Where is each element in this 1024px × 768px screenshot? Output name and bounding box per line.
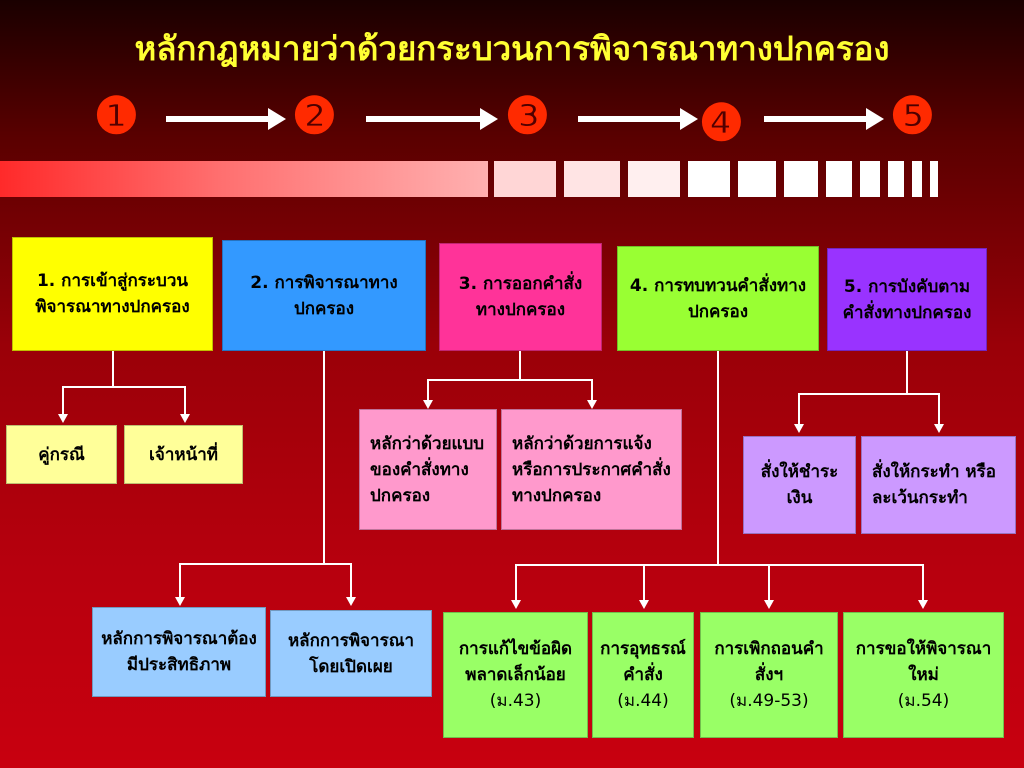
act-or-refrain-order-box: สั่งให้กระทำ หรือ ละเว้นกระทำ — [861, 436, 1016, 534]
connector — [323, 351, 325, 564]
band-segment — [738, 161, 776, 197]
page-title: หลักกฎหมายว่าด้วยกระบวนการพิจารณาทางปกคร… — [134, 29, 890, 68]
act-or-refrain-order-label: สั่งให้กระทำ หรือ ละเว้นกระทำ — [872, 462, 996, 508]
connector — [427, 379, 593, 381]
connector — [515, 564, 517, 602]
appeal-box: การอุทธรณ์คำสั่ง (ม.44) — [592, 612, 694, 738]
step-number-2: ❷ — [292, 86, 337, 145]
minor-error-correction-box: การแก้ไขข้อผิดพลาดเล็กน้อย (ม.43) — [443, 612, 588, 738]
arrowhead — [423, 400, 433, 409]
efficiency-principle-label: หลักการพิจารณาต้องมีประสิทธิภาพ — [101, 629, 257, 675]
step-arrow-1 — [166, 108, 286, 130]
connector — [350, 563, 352, 599]
connector — [922, 564, 924, 602]
band-segment — [688, 161, 730, 197]
arrowhead — [639, 600, 649, 609]
reconsideration-content: การขอให้พิจารณาใหม่ (ม.54) — [850, 636, 997, 714]
official-label: เจ้าหน้าที่ — [149, 444, 218, 465]
arrowhead — [175, 597, 185, 606]
arrowhead — [764, 600, 774, 609]
band-segment — [494, 161, 556, 197]
main-box-4-label: 4. การทบทวนคำสั่งทางปกครอง — [629, 275, 807, 322]
band-segment — [628, 161, 680, 197]
arrowhead — [511, 600, 521, 609]
revocation-box: การเพิกถอนคำสั่งฯ (ม.49-53) — [700, 612, 838, 738]
order-form-principle-box: หลักว่าด้วยแบบของคำสั่งทางปกครอง — [359, 409, 497, 530]
efficiency-principle-box: หลักการพิจารณาต้องมีประสิทธิภาพ — [92, 607, 266, 697]
appeal-label: การอุทธรณ์คำสั่ง — [600, 639, 686, 685]
main-box-1: 1. การเข้าสู่กระบวนพิจารณาทางปกครอง — [12, 237, 213, 351]
connector — [938, 393, 940, 426]
arrowhead — [346, 597, 356, 606]
band-segment — [912, 161, 922, 197]
connector — [179, 563, 181, 599]
step-arrow-2 — [366, 108, 498, 130]
connector — [184, 386, 186, 416]
band-segment — [860, 161, 880, 197]
main-box-4: 4. การทบทวนคำสั่งทางปกครอง — [617, 246, 819, 351]
connector — [515, 564, 924, 566]
main-box-2-label: 2. การพิจารณาทางปกครอง — [250, 272, 398, 319]
official-box: เจ้าหน้าที่ — [124, 425, 243, 484]
connector — [62, 386, 186, 388]
step-arrow-3 — [578, 108, 698, 130]
order-notice-principle-label: หลักว่าด้วยการแจ้งหรือการประกาศคำสั่งทาง… — [512, 433, 671, 506]
payment-order-label: สั่งให้ชำระเงิน — [760, 462, 839, 508]
connector — [591, 379, 593, 402]
connector — [112, 351, 114, 387]
arrowhead — [58, 414, 68, 423]
connector — [798, 393, 800, 426]
step-number-3: ❸ — [505, 86, 550, 145]
step-number-5: ❺ — [890, 86, 935, 145]
main-box-2: 2. การพิจารณาทางปกครอง — [222, 240, 426, 351]
revocation-ref: (ม.49-53) — [729, 691, 809, 711]
revocation-label: การเพิกถอนคำสั่งฯ — [714, 639, 824, 685]
party-box: คู่กรณี — [6, 425, 117, 484]
openness-principle-label: หลักการพิจารณาโดยเปิดเผย — [287, 630, 415, 677]
connector — [906, 351, 908, 394]
main-box-3: 3. การออกคำสั่งทางปกครอง — [439, 243, 602, 351]
step-number-1: ❶ — [94, 86, 139, 145]
main-box-3-label: 3. การออกคำสั่งทางปกครอง — [458, 274, 583, 320]
reconsideration-label: การขอให้พิจารณาใหม่ — [855, 639, 992, 685]
appeal-ref: (ม.44) — [617, 691, 669, 711]
arrowhead — [794, 424, 804, 433]
reconsideration-ref: (ม.54) — [897, 691, 950, 711]
main-box-5: 5. การบังคับตามคำสั่งทางปกครอง — [827, 248, 987, 351]
connector — [62, 386, 64, 416]
order-notice-principle-box: หลักว่าด้วยการแจ้งหรือการประกาศคำสั่งทาง… — [501, 409, 682, 530]
party-label: คู่กรณี — [38, 444, 85, 465]
arrowhead — [587, 400, 597, 409]
connector — [179, 563, 352, 565]
main-box-5-label: 5. การบังคับตามคำสั่งทางปกครอง — [842, 276, 972, 323]
main-box-1-label: 1. การเข้าสู่กระบวนพิจารณาทางปกครอง — [35, 271, 190, 317]
band-segment — [826, 161, 852, 197]
openness-principle-box: หลักการพิจารณาโดยเปิดเผย — [270, 610, 432, 697]
arrowhead — [934, 424, 944, 433]
minor-error-correction-label: การแก้ไขข้อผิดพลาดเล็กน้อย — [458, 639, 573, 685]
arrowhead — [180, 414, 190, 423]
band-segment — [888, 161, 904, 197]
arrowhead — [918, 600, 928, 609]
appeal-content: การอุทธรณ์คำสั่ง (ม.44) — [599, 636, 687, 714]
connector — [643, 564, 645, 602]
band-gradient — [0, 161, 488, 197]
connector — [717, 351, 719, 565]
step-number-4: ❹ — [699, 93, 744, 152]
reconsideration-box: การขอให้พิจารณาใหม่ (ม.54) — [843, 612, 1004, 738]
minor-error-correction-ref: (ม.43) — [489, 691, 542, 711]
connector — [798, 393, 940, 395]
connector — [519, 351, 521, 380]
payment-order-box: สั่งให้ชำระเงิน — [743, 436, 856, 534]
band-segment — [564, 161, 620, 197]
step-arrow-4 — [764, 108, 884, 130]
minor-error-correction-content: การแก้ไขข้อผิดพลาดเล็กน้อย (ม.43) — [450, 636, 581, 714]
band-segment — [930, 161, 938, 197]
connector — [427, 379, 429, 402]
connector — [768, 564, 770, 602]
order-form-principle-label: หลักว่าด้วยแบบของคำสั่งทางปกครอง — [370, 433, 485, 506]
band-segment — [784, 161, 818, 197]
revocation-content: การเพิกถอนคำสั่งฯ (ม.49-53) — [707, 636, 831, 714]
